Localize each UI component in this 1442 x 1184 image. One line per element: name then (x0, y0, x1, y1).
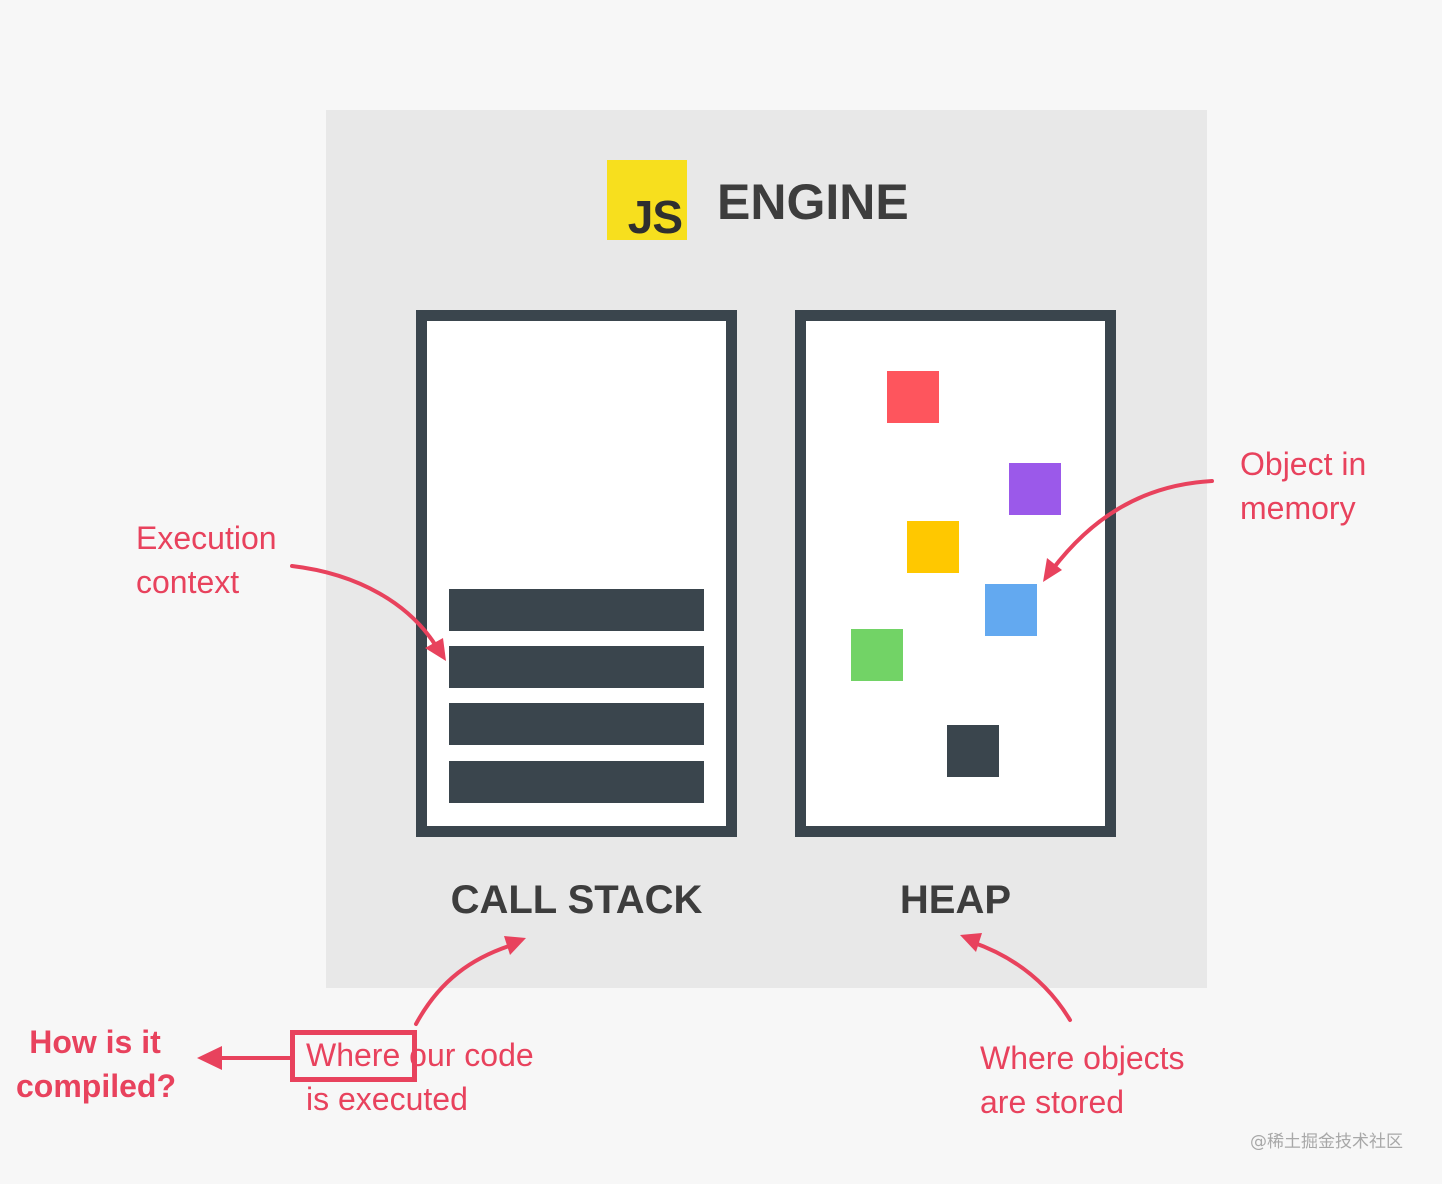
where-objects-stored-arrowhead (960, 933, 982, 952)
heap-object-dark (947, 725, 999, 777)
where-code-executed-arrow-line (414, 943, 514, 1026)
execution-context-arrowhead (425, 638, 446, 661)
call-stack-label: CALL STACK (450, 878, 703, 922)
note-line: Execution (136, 520, 277, 556)
object-in-memory-arrowhead (1043, 558, 1062, 582)
where-code-executed-note: Where our code is executed (306, 1033, 534, 1121)
execution-context-arrow-line (290, 564, 438, 648)
heap-object-blue (985, 584, 1037, 636)
where-code-executed-arrowhead (504, 936, 526, 955)
object-in-memory-note: Object in memory (1240, 442, 1366, 530)
note-line: Where our code (306, 1037, 534, 1073)
note-line: are stored (980, 1084, 1125, 1120)
note-line: How is it (29, 1024, 161, 1060)
heap-label: HEAP (899, 878, 1012, 922)
where-objects-stored-note: Where objects are stored (980, 1036, 1185, 1124)
heap-object-purple (1009, 463, 1061, 515)
where-objects-stored-arrow-line (970, 940, 1072, 1022)
execution-context-frame (449, 703, 704, 745)
execution-context-note: Execution context (136, 516, 277, 604)
note-line: Where objects (980, 1040, 1185, 1076)
how-compiled-note: How is it compiled? (16, 1020, 177, 1108)
note-line: Object in (1240, 446, 1367, 482)
engine-title: ENGINE (717, 174, 909, 230)
note-line: memory (1240, 490, 1356, 526)
note-line: is executed (306, 1081, 468, 1117)
watermark-text: @稀土掘金技术社区 (1250, 1132, 1403, 1152)
js-logo-text: JS (627, 191, 683, 243)
object-in-memory-arrow-line (1050, 479, 1214, 572)
heap-object-red (887, 371, 939, 423)
call-stack-box (416, 310, 737, 837)
js-logo-icon: JS (607, 160, 687, 240)
heap-object-green (851, 629, 903, 681)
how-compiled-arrowhead (197, 1046, 222, 1070)
note-line: compiled? (16, 1068, 177, 1104)
execution-context-frame (449, 646, 704, 688)
note-line: context (136, 564, 240, 600)
execution-context-frame (449, 589, 704, 631)
where-highlight-box (290, 1030, 417, 1082)
heap-object-yellow (907, 521, 959, 573)
execution-context-frame (449, 761, 704, 803)
